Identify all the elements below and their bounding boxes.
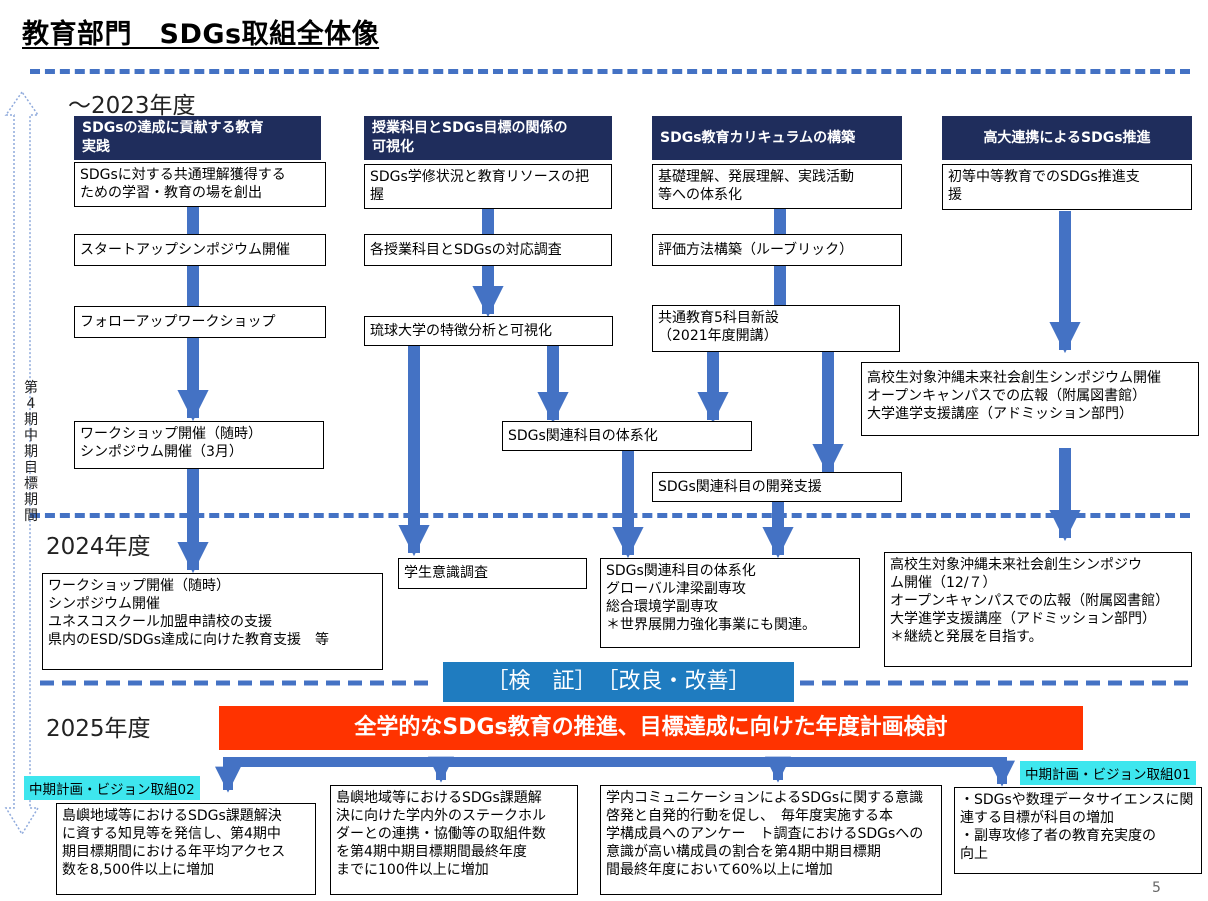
- box-2025-b: 島嶼地域等におけるSDGs課題解決に向けた学内外のステークホルダーとの連携・協働…: [330, 785, 578, 895]
- tag-vision-01: 中期計画・ビジョン取組01: [1020, 761, 1196, 785]
- box-2024-a: ワークショップ開催（随時）シンポジウム開催ユネスコスクール加盟申請校の支援県内の…: [42, 573, 383, 670]
- box-c2-1: SDGs学修状況と教育リソースの把握: [364, 164, 612, 209]
- header-c3: SDGs教育カリキュラムの構築: [652, 116, 902, 160]
- year-2024: 2024年度: [46, 534, 151, 560]
- box-2025-d: ・SDGsや数理データサイエンスに関連する目標が科目の増加・副専攻修了者の教育充…: [954, 787, 1202, 874]
- banner-2025: 全学的なSDGs教育の推進、目標達成に向けた年度計画検討: [219, 706, 1083, 750]
- box-c1-1: SDGsに対する共通理解獲得するための学習・教育の場を創出: [74, 162, 326, 207]
- box-c1-3: フォローアップワークショップ: [74, 306, 326, 338]
- header-c2: 授業科目とSDGs目標の関係の可視化: [364, 116, 612, 160]
- year-2025: 2025年度: [46, 716, 151, 742]
- box-c2-2: 各授業科目とSDGsの対応調査: [364, 234, 612, 266]
- box-2024-c: SDGs関連科目の体系化グローバル津梁副専攻総合環境学副専攻＊世界展開力強化事業…: [600, 558, 860, 648]
- page-title: 教育部門 SDGs取組全体像: [22, 19, 380, 50]
- box-c4-1: 初等中等教育でのSDGs推進支援: [942, 164, 1192, 210]
- box-mid-1: SDGs関連科目の体系化: [502, 421, 752, 451]
- box-2024-b: 学生意識調査: [398, 558, 587, 589]
- page-number: 5: [1152, 880, 1161, 896]
- box-2025-a: 島嶼地域等におけるSDGs課題解決に資する知見等を発信し、第4期中期目標期間にお…: [56, 803, 316, 895]
- box-c1-4: ワークショップ開催（随時）シンポジウム開催（3月）: [74, 421, 324, 469]
- box-mid-2: SDGs関連科目の開発支援: [652, 472, 902, 502]
- box-c2-3: 琉球大学の特徴分析と可視化: [364, 316, 613, 346]
- tag-vision-02: 中期計画・ビジョン取組02: [24, 776, 200, 800]
- box-2025-c: 学内コミュニケーションによるSDGsに関する意識啓発と自発的行動を促し、 毎年度…: [600, 785, 942, 895]
- header-c1: SDGsの達成に貢献する教育実践: [74, 116, 321, 160]
- box-c4-2: 高校生対象沖縄未来社会創生シンポジウム開催オープンキャンパスでの広報（附属図書館…: [861, 362, 1199, 436]
- box-c3-3: 共通教育5科目新設（2021年度開講）: [652, 305, 900, 352]
- box-2024-d: 高校生対象沖縄未来社会創生シンポジウム開催（12/７）オープンキャンパスでの広報…: [884, 552, 1192, 667]
- header-c4: 高大連携によるSDGs推進: [942, 116, 1192, 160]
- verification-label: ［検 証］ ［改良・改善］: [443, 662, 794, 702]
- separator-2024: [30, 513, 1190, 518]
- box-c3-1: 基礎理解、発展理解、実践活動等への体系化: [652, 164, 902, 209]
- box-c3-2: 評価方法構築（ルーブリック）: [652, 234, 902, 266]
- period-double-arrow: [4, 90, 40, 836]
- box-c1-2: スタートアップシンポジウム開催: [74, 234, 326, 266]
- year-2023: ～2023年度: [68, 93, 196, 119]
- separator-top: [30, 69, 1190, 74]
